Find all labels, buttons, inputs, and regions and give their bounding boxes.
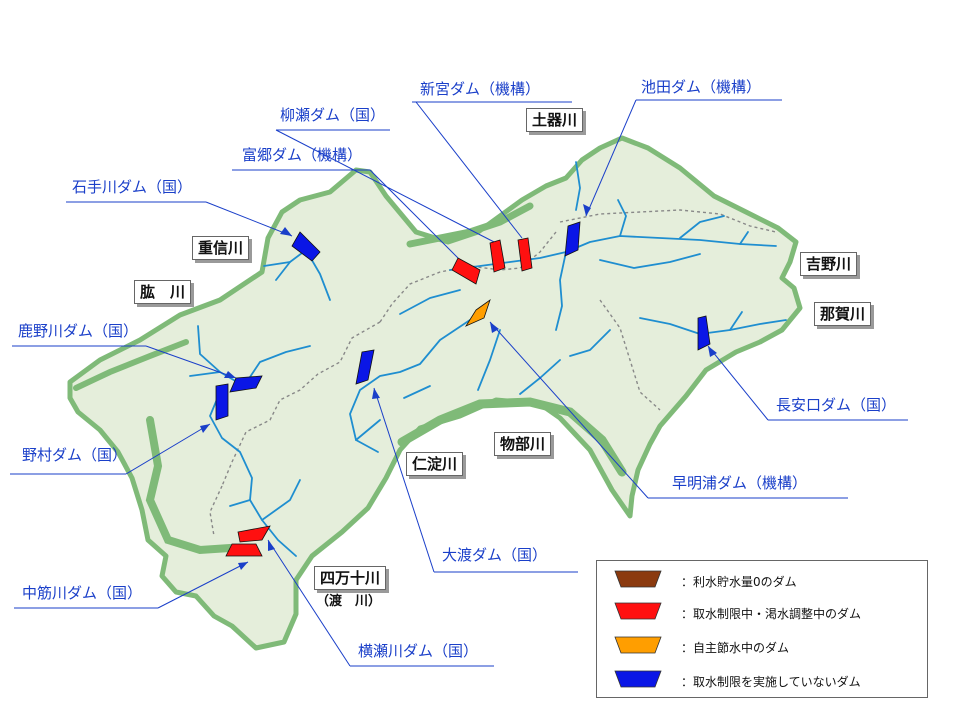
river-label-monobe: 物部川 <box>494 432 552 456</box>
dam-marker-sameura[interactable] <box>464 298 491 327</box>
dam-marker-nomura[interactable] <box>215 383 229 421</box>
legend-swatch-voluntary <box>614 636 662 654</box>
dam-label-yanase: 柳瀬ダム（国） <box>280 106 386 124</box>
dam-label-nakasuji: 中筋川ダム（国） <box>22 584 143 602</box>
dam-marker-ishite[interactable] <box>291 231 321 262</box>
dam-marker-kanogawa[interactable] <box>229 375 263 393</box>
river-label-shimanto: 四万十川 <box>314 566 387 590</box>
river-label-dokigawa: 土器川 <box>526 108 584 132</box>
legend-label-empty-storage: ：利水貯水量0のダム <box>681 575 797 589</box>
dam-marker-ikeda[interactable] <box>564 221 581 257</box>
river-label-naka: 那賀川 <box>814 302 872 326</box>
dam-label-yokosegawa: 横瀬川ダム（国） <box>358 642 479 660</box>
leader-arrowheads <box>200 204 717 570</box>
river-label-niyodo: 仁淀川 <box>406 452 464 476</box>
dam-marker-owatari[interactable] <box>355 349 375 385</box>
legend-label-no-restriction: ：取水制限を実施していないダム <box>681 675 861 689</box>
river-label-shimanto-sub: （渡 川） <box>316 594 382 609</box>
river-label-shigenobu: 重信川 <box>192 236 250 260</box>
dam-label-sameura: 早明浦ダム（機構） <box>672 474 808 492</box>
river-label-hiji: 肱 川 <box>134 280 192 304</box>
dam-marker-tomisato[interactable] <box>451 257 481 285</box>
river-network <box>189 161 787 557</box>
relief-strip-southwest <box>145 416 234 555</box>
dam-marker-shingu[interactable] <box>517 237 533 272</box>
dam-marker-yokosegawa[interactable] <box>237 525 271 543</box>
legend-swatch-restricting <box>614 602 662 620</box>
legend: ：利水貯水量0のダム ：取水制限中・渇水調整中のダム ：自主節水中のダム ：取水… <box>596 560 928 698</box>
dam-label-nagayasuguchi: 長安口ダム（国） <box>776 396 897 414</box>
dam-label-shingu: 新宮ダム（機構） <box>420 80 541 98</box>
dam-label-kanogawa: 鹿野川ダム（国） <box>18 322 139 340</box>
dam-marker-nakasuji[interactable] <box>225 543 263 557</box>
leader-lines <box>10 99 908 667</box>
legend-item-voluntary: ：自主節水中のダム <box>613 633 923 661</box>
dam-label-tomisato: 富郷ダム（機構） <box>242 146 363 164</box>
legend-swatch-no-restriction <box>614 670 662 688</box>
legend-item-no-restriction: ：取水制限を実施していないダム <box>613 667 923 695</box>
dam-marker-nagayasuguchi[interactable] <box>697 315 711 351</box>
relief-strip-south <box>397 397 627 477</box>
dam-label-owatari: 大渡ダム（国） <box>442 546 548 564</box>
dam-marker-yanase[interactable] <box>489 239 506 273</box>
prefecture-boundaries <box>209 209 777 537</box>
relief-strip-north <box>406 202 534 248</box>
relief-strip-west <box>73 339 189 391</box>
legend-label-voluntary: ：自主節水中のダム <box>681 641 790 655</box>
river-label-yoshino: 吉野川 <box>800 252 858 276</box>
dam-label-nomura: 野村ダム（国） <box>22 446 128 464</box>
dam-label-ishite: 石手川ダム（国） <box>72 178 193 196</box>
legend-label-restricting: ：取水制限中・渇水調整中のダム <box>681 607 862 621</box>
legend-item-empty-storage: ：利水貯水量0のダム <box>613 567 923 595</box>
shikoku-island <box>67 135 803 651</box>
dam-label-ikeda: 池田ダム（機構） <box>641 78 762 96</box>
legend-item-restricting: ：取水制限中・渇水調整中のダム <box>613 599 923 627</box>
legend-swatch-empty-storage <box>614 570 662 588</box>
